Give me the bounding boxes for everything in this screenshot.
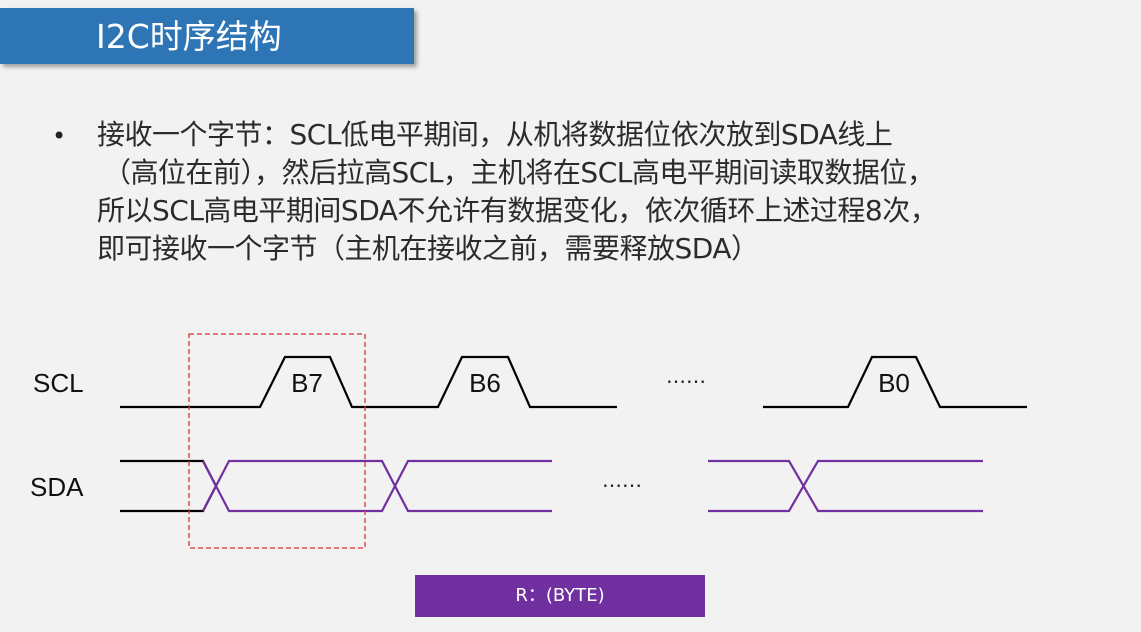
sda-slave-trace-c — [708, 459, 983, 513]
sda-slave-trace-b — [202, 459, 552, 513]
bit-highlight-box — [188, 333, 366, 549]
pulse-label-b6: B6 — [469, 368, 501, 398]
sda-label: SDA — [30, 472, 84, 502]
bullet-dot: • — [52, 122, 67, 150]
pulse-label-b0: B0 — [878, 368, 910, 398]
scl-wave-segment-2 — [763, 355, 1027, 409]
bullet-line-2: （高位在前），然后拉高SCL，主机将在SCL高电平期间读取数据位， — [103, 156, 935, 189]
bullet-paragraph: 接收一个字节：SCL低电平期间，从机将数据位依次放到SDA线上 （高位在前），然… — [97, 116, 1117, 268]
scl-label: SCL — [33, 368, 84, 398]
pulse-label-b7: B7 — [291, 368, 323, 398]
receive-byte-tag: R：(BYTE) — [415, 575, 705, 617]
title-bar: I2C时序结构 — [0, 8, 414, 64]
scl-wave-segment-1 — [120, 355, 617, 409]
bullet-line-3: 所以SCL高电平期间SDA不允许有数据变化，依次循环上述过程8次， — [97, 194, 938, 227]
slide-title: I2C时序结构 — [96, 17, 282, 56]
sda-slave-trace-a — [202, 459, 552, 513]
bullet-line-1: 接收一个字节：SCL低电平期间，从机将数据位依次放到SDA线上 — [97, 118, 893, 151]
sda-master-low — [120, 485, 217, 513]
scl-ellipsis: …… — [666, 364, 706, 388]
bullet-line-4: 即可接收一个字节（主机在接收之前，需要释放SDA） — [97, 232, 759, 265]
sda-ellipsis: …… — [602, 468, 642, 492]
sda-master-high — [120, 459, 217, 487]
sda-slave-trace-d — [708, 459, 983, 513]
